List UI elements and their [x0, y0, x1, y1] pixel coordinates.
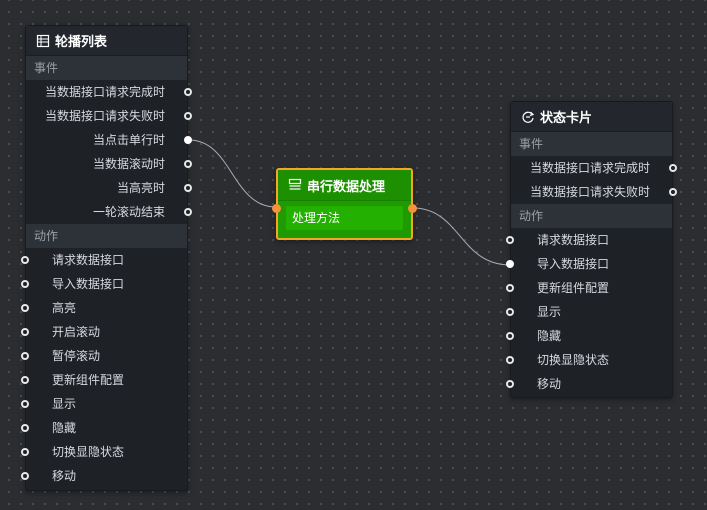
action-row[interactable]: 切换显隐状态 — [506, 348, 672, 372]
status-card-node[interactable]: 状态卡片 事件 当数据接口请求完成时 当数据接口请求失败时 动作 请求数据接口 … — [506, 101, 677, 398]
action-row[interactable]: 导入数据接口 — [506, 252, 672, 276]
input-port[interactable] — [21, 304, 29, 312]
serial-process-header[interactable]: 串行数据处理 — [278, 170, 411, 201]
event-row[interactable]: 当数据接口请求完成时 — [511, 156, 677, 180]
action-row[interactable]: 请求数据接口 — [21, 248, 187, 272]
event-row[interactable]: 当点击单行时 — [26, 128, 192, 152]
input-port-connected[interactable] — [506, 260, 514, 268]
event-label: 当高亮时 — [116, 181, 165, 195]
output-port[interactable] — [184, 160, 192, 168]
status-card-title: 状态卡片 — [540, 111, 593, 126]
action-label: 移动 — [537, 377, 562, 391]
action-row[interactable]: 请求数据接口 — [506, 228, 672, 252]
action-row[interactable]: 暂停滚动 — [21, 344, 187, 368]
action-row[interactable]: 移动 — [21, 464, 187, 488]
input-port[interactable] — [21, 448, 29, 456]
event-row[interactable]: 当数据接口请求失败时 — [26, 104, 192, 128]
output-port[interactable] — [669, 188, 677, 196]
action-label: 高亮 — [52, 301, 77, 315]
event-row[interactable]: 当数据滚动时 — [26, 152, 192, 176]
action-label: 切换显隐状态 — [537, 353, 610, 367]
input-port[interactable] — [506, 236, 514, 244]
event-label: 当数据滚动时 — [92, 157, 165, 171]
action-row[interactable]: 更新组件配置 — [506, 276, 672, 300]
event-label: 当数据接口请求完成时 — [44, 85, 165, 99]
events-section-label: 事件 — [511, 132, 672, 156]
wire-serial-to-import-data — [412, 207, 511, 266]
action-label: 导入数据接口 — [52, 277, 125, 291]
input-port[interactable] — [506, 356, 514, 364]
event-row[interactable]: 当高亮时 — [26, 176, 192, 200]
action-row[interactable]: 隐藏 — [21, 416, 187, 440]
action-label: 显示 — [537, 305, 562, 319]
process-method-button[interactable]: 处理方法 — [286, 206, 403, 230]
input-port[interactable] — [21, 256, 29, 264]
action-label: 切换显隐状态 — [52, 445, 125, 459]
input-port[interactable] — [21, 328, 29, 336]
input-port[interactable] — [506, 308, 514, 316]
output-port[interactable] — [184, 88, 192, 96]
action-row[interactable]: 移动 — [506, 372, 672, 396]
action-label: 隐藏 — [537, 329, 562, 343]
carousel-list-title: 轮播列表 — [55, 35, 108, 50]
action-label: 显示 — [52, 397, 77, 411]
wire-click-row-to-serial — [188, 139, 277, 208]
serial-input-port[interactable] — [272, 204, 281, 213]
status-card-icon — [521, 110, 535, 124]
action-row[interactable]: 隐藏 — [506, 324, 672, 348]
table-list-icon — [36, 34, 50, 48]
action-label: 开启滚动 — [52, 325, 101, 339]
input-port[interactable] — [21, 424, 29, 432]
action-label: 请求数据接口 — [537, 233, 610, 247]
input-port[interactable] — [21, 376, 29, 384]
action-label: 更新组件配置 — [52, 373, 125, 387]
action-label: 隐藏 — [52, 421, 77, 435]
action-row[interactable]: 高亮 — [21, 296, 187, 320]
action-label: 更新组件配置 — [537, 281, 610, 295]
output-port[interactable] — [669, 164, 677, 172]
actions-section-label: 动作 — [511, 204, 672, 228]
action-label: 导入数据接口 — [537, 257, 610, 271]
serial-process-title: 串行数据处理 — [307, 179, 386, 195]
event-label: 一轮滚动结束 — [92, 205, 165, 219]
carousel-list-header[interactable]: 轮播列表 — [26, 26, 187, 56]
serial-output-port[interactable] — [408, 204, 417, 213]
input-port[interactable] — [506, 380, 514, 388]
action-row[interactable]: 显示 — [506, 300, 672, 324]
carousel-list-node[interactable]: 轮播列表 事件 当数据接口请求完成时 当数据接口请求失败时 当点击单行时 当数据… — [21, 25, 192, 491]
event-row[interactable]: 当数据接口请求失败时 — [511, 180, 677, 204]
event-row[interactable]: 当数据接口请求完成时 — [26, 80, 192, 104]
action-row[interactable]: 开启滚动 — [21, 320, 187, 344]
action-label: 移动 — [52, 469, 77, 483]
action-label: 请求数据接口 — [52, 253, 125, 267]
output-port[interactable] — [184, 208, 192, 216]
action-row[interactable]: 导入数据接口 — [21, 272, 187, 296]
output-port-connected[interactable] — [184, 136, 192, 144]
output-port[interactable] — [184, 184, 192, 192]
actions-section-label: 动作 — [26, 224, 187, 248]
event-label: 当点击单行时 — [92, 133, 165, 147]
input-port[interactable] — [21, 400, 29, 408]
input-port[interactable] — [506, 332, 514, 340]
events-section-label: 事件 — [26, 56, 187, 80]
action-row[interactable]: 更新组件配置 — [21, 368, 187, 392]
input-port[interactable] — [506, 284, 514, 292]
input-port[interactable] — [21, 352, 29, 360]
event-label: 当数据接口请求失败时 — [44, 109, 165, 123]
action-row[interactable]: 切换显隐状态 — [21, 440, 187, 464]
input-port[interactable] — [21, 280, 29, 288]
input-port[interactable] — [21, 472, 29, 480]
action-row[interactable]: 显示 — [21, 392, 187, 416]
event-label: 当数据接口请求失败时 — [529, 185, 650, 199]
serial-process-icon — [288, 178, 302, 192]
action-label: 暂停滚动 — [52, 349, 101, 363]
serial-process-node[interactable]: 串行数据处理 处理方法 — [272, 168, 417, 240]
event-label: 当数据接口请求完成时 — [529, 161, 650, 175]
event-row[interactable]: 一轮滚动结束 — [26, 200, 192, 224]
process-method-label: 处理方法 — [292, 211, 341, 225]
output-port[interactable] — [184, 112, 192, 120]
status-card-header[interactable]: 状态卡片 — [511, 102, 672, 132]
